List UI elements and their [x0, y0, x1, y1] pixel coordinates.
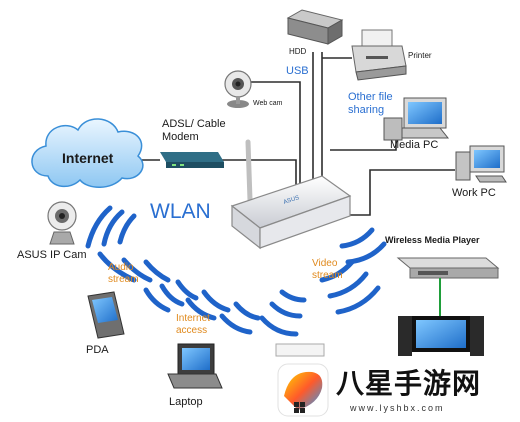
wlan-title: WLAN	[150, 200, 211, 223]
internet-access-label: Internet access	[176, 313, 210, 336]
cable-webcam-router	[248, 81, 301, 190]
hdd-device	[286, 9, 344, 45]
watermark-url: www.lyshbx.com	[350, 403, 445, 413]
hdd-label: HDD	[289, 47, 307, 56]
wireless-waves	[85, 205, 387, 337]
tv-device	[398, 316, 484, 356]
laptop-device	[167, 343, 223, 389]
svg-text:ASUS: ASUS	[283, 195, 300, 206]
modem-label: ADSL/ Cable Modem	[162, 118, 226, 143]
work-pc-device	[455, 145, 507, 183]
watermark-name: 八星手游网	[336, 368, 482, 399]
modem-device	[160, 152, 224, 168]
pda-device	[87, 291, 125, 339]
media-player-device	[396, 257, 500, 279]
watermark-logo	[277, 363, 329, 417]
router-device: ASUS	[230, 139, 352, 250]
ip-cam-label: ASUS IP Cam	[17, 249, 87, 261]
webcam-label: Web cam	[253, 100, 283, 107]
cable-modem-router	[222, 159, 297, 190]
cable-workpc-router	[348, 169, 455, 216]
media-pc-device	[383, 97, 450, 141]
file-sharing-label: Other file sharing	[348, 91, 393, 116]
media-player-label: Wireless Media Player	[385, 235, 480, 245]
pda-label: PDA	[86, 344, 109, 356]
video-stream-label: Video stream	[312, 258, 343, 281]
audio-stream-label: Audio stream	[108, 262, 139, 285]
internet-label: Internet	[62, 150, 114, 166]
work-pc-label: Work PC	[452, 187, 496, 199]
internet-cloud	[31, 118, 144, 188]
printer-label: Printer	[408, 51, 432, 60]
printer-device	[351, 29, 407, 81]
usb-label: USB	[286, 65, 309, 77]
ip-cam-device	[47, 201, 77, 245]
partial-device	[275, 343, 325, 357]
laptop-label: Laptop	[169, 396, 203, 408]
webcam-device	[224, 70, 252, 108]
media-pc-label: Media PC	[390, 139, 439, 151]
